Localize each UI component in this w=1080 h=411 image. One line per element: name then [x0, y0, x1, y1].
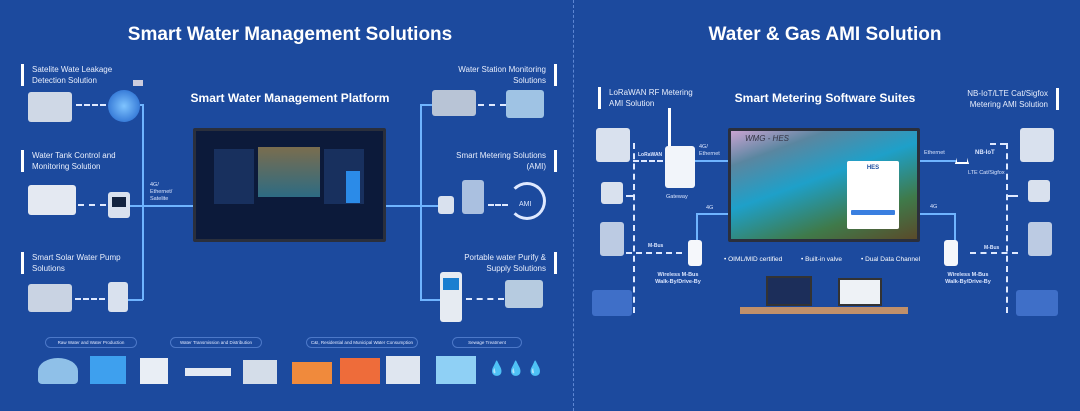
feature-dual-channel: • Dual Data Channel: [861, 256, 921, 263]
water-kiosk-icon: [440, 272, 462, 322]
water-plant-stage-icon: [90, 356, 126, 384]
feature-oiml: • OIML/MID certified: [724, 256, 783, 263]
ami-label: AMI: [519, 201, 532, 208]
gateway-antenna-icon: [668, 108, 671, 148]
handheld-reader-icon: [944, 240, 958, 266]
right-title: Water & Gas AMI Solution: [708, 24, 942, 45]
house-tank-icon: [28, 185, 76, 215]
city-leakage-icon: [28, 92, 72, 122]
g4-right-label: 4G: [930, 204, 938, 210]
lorawan-badge: LoRaWAN: [638, 152, 663, 158]
stage-raw-water: Raw Water and Water Production: [45, 337, 137, 348]
industry-icon: [292, 362, 332, 384]
water-drops-icon: 💧💧💧: [488, 360, 547, 376]
mbus-badge-right: M-Bus: [984, 245, 1000, 251]
suite-title: Smart Metering Software Suites: [734, 91, 916, 105]
ultrasonic-meter-icon: [600, 222, 624, 256]
ami-cycle-icon: [508, 182, 546, 220]
pump-station-icon: [432, 90, 476, 116]
satellite-icon: [133, 80, 143, 86]
solution-water-station: Water Station Monitoring Solutions: [440, 64, 557, 86]
desk-icon: [740, 307, 908, 314]
globe-icon: [108, 90, 140, 122]
gateway-label: Gateway: [666, 194, 688, 200]
left-title: Smart Water Management Solutions: [127, 24, 453, 45]
eth4g-label: 4G/ Ethernet: [699, 144, 720, 157]
dam-icon: [436, 356, 476, 384]
nbiot-badge: NB-IoT: [975, 150, 995, 156]
gas-meter-icon: [1020, 128, 1054, 162]
pump-controller-icon: [108, 282, 128, 312]
water-plant-icon: [506, 90, 544, 118]
lte-label: LTE Cat/Sigfox: [968, 170, 1005, 176]
hes-screen: WMG - HES HES: [728, 128, 920, 242]
login-button[interactable]: [851, 210, 895, 215]
municipal-icon: [386, 356, 420, 384]
nbiot-solution-label: NB-IoT/LTE Cat/Sigfox Metering AMI Solut…: [955, 88, 1059, 110]
purify-system-icon: [505, 280, 543, 308]
connection-label: 4G/ Ethernet/ Satelite: [150, 182, 173, 202]
gas-meter-icon: [596, 128, 630, 162]
bulk-meter-icon: [592, 290, 632, 316]
solution-water-tank: Water Tank Control and Monitoring Soluti…: [21, 150, 141, 172]
g4-left-label: 4G: [706, 205, 714, 211]
laptop-dashboard-icon: [766, 276, 812, 306]
bulk-meter-icon: [1016, 290, 1058, 316]
solar-pump-icon: [28, 284, 72, 312]
platform-title: Smart Water Management Platform: [190, 91, 390, 105]
handheld-reader-icon: [688, 240, 702, 266]
laptop-table-icon: [838, 278, 882, 306]
stage-sewage: Sewage Treatment: [452, 337, 522, 348]
water-meter-icon: [438, 196, 454, 214]
ethernet-label: Ethernet: [924, 150, 945, 156]
section-divider: [573, 0, 574, 411]
water-meter-icon: [1028, 180, 1050, 202]
pipeline-icon: [185, 368, 231, 376]
solution-smart-metering: Smart Metering Solutions (AMI): [440, 150, 557, 172]
screen-title: WMG - HES: [745, 134, 789, 143]
solution-solar-pump: Smart Solar Water Pump Solutions: [21, 252, 121, 274]
lorawan-solution-label: LoRaWAN RF Metering AMI Solution: [598, 87, 708, 109]
cell-tower-icon: [955, 142, 969, 164]
feature-valve: • Built-in valve: [801, 256, 842, 263]
solution-water-purify: Portable water Purify & Supply Solutions: [440, 252, 557, 274]
ultrasonic-meter-icon: [462, 180, 484, 214]
factory-icon: [340, 358, 380, 384]
mbus-right-label: Wireless M-Bus Walk-By/Drive-By: [945, 272, 991, 285]
mbus-badge-left: M-Bus: [648, 243, 664, 249]
tank-controller-icon: [108, 192, 130, 218]
stage-transmission: Water Transmission and Distribution: [170, 337, 262, 348]
stage-consumption: C&I, Residential and Municipal Water Con…: [306, 337, 418, 348]
ultrasonic-meter-icon: [1028, 222, 1052, 256]
login-panel: HES: [847, 161, 899, 229]
reservoir-icon: [38, 358, 78, 384]
water-meter-icon: [601, 182, 623, 204]
solution-satellite-leakage: Satelite Wate Leakage Detection Solution: [21, 64, 141, 86]
mbus-left-label: Wireless M-Bus Walk-By/Drive-By: [655, 272, 701, 285]
gateway-icon: [665, 146, 695, 188]
pump-stage-icon: [140, 358, 168, 384]
platform-dashboard-screen: [193, 128, 386, 242]
distribution-icon: [243, 360, 277, 384]
